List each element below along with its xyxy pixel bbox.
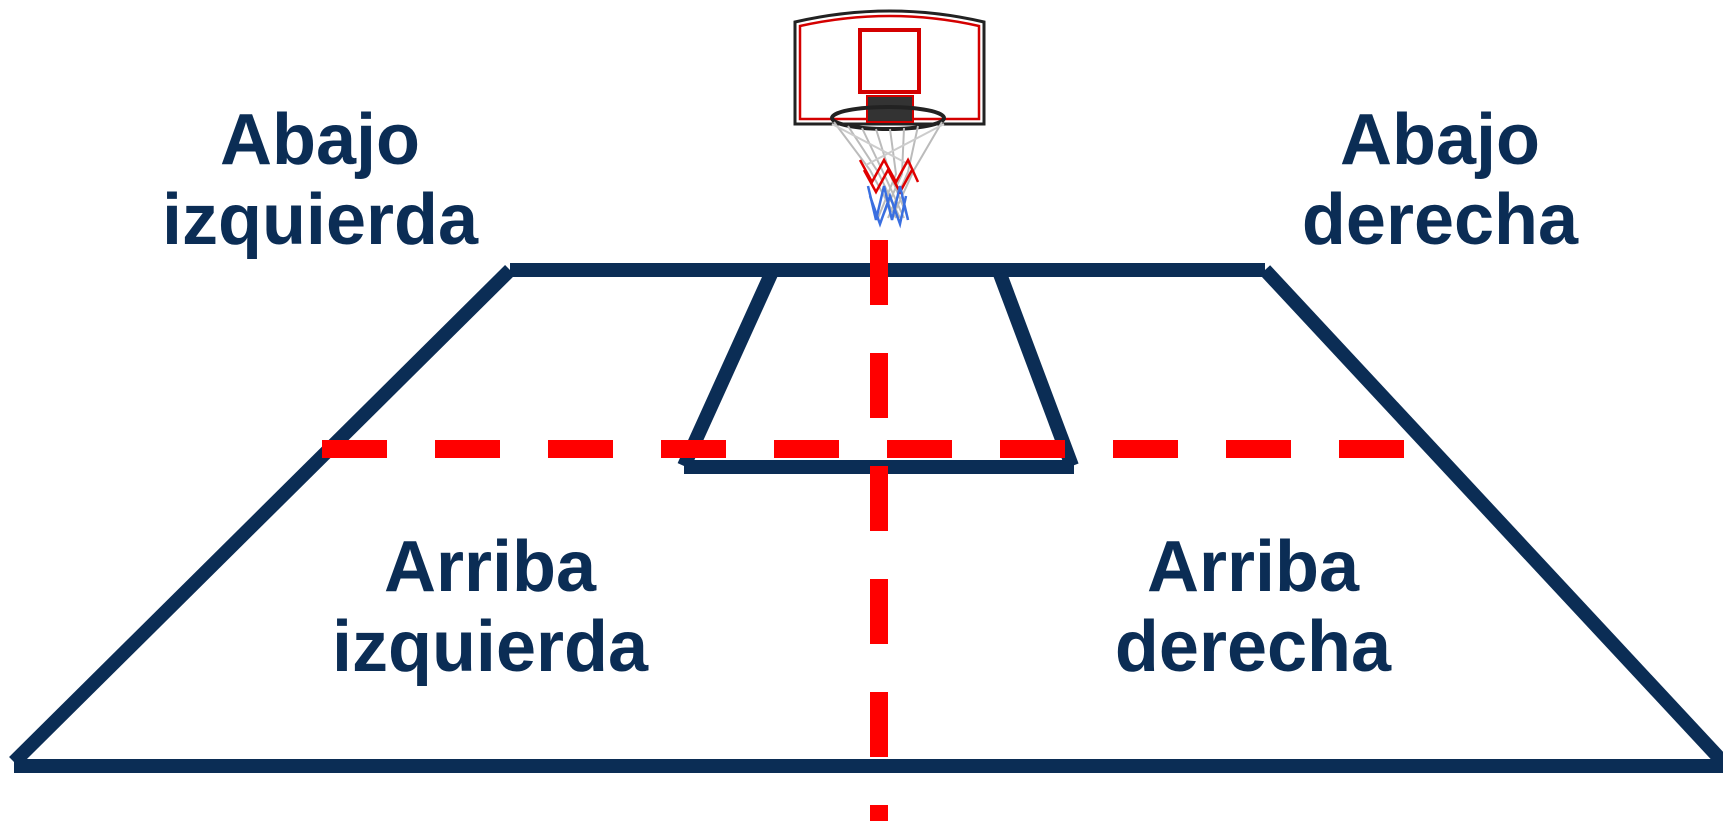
zone-label-line-2: derecha: [1301, 180, 1579, 260]
zone-label-line-1: Arriba: [383, 527, 597, 607]
zone-label-abajo-derecha: Abajo derecha: [1250, 100, 1630, 260]
zone-label-line-2: izquierda: [161, 180, 479, 260]
zone-dividers: [322, 240, 1446, 821]
zone-label-line-1: Abajo: [219, 100, 420, 180]
zone-label-line-1: Abajo: [1339, 100, 1540, 180]
basketball-hoop-icon: [793, 9, 986, 229]
net: [831, 121, 945, 229]
zone-label-arriba-derecha: Arriba derecha: [1063, 527, 1443, 687]
backboard-target-square: [858, 28, 921, 94]
key-left-line: [677, 271, 778, 469]
backboard: [793, 9, 986, 126]
backboard-inner-border: [798, 14, 981, 121]
zone-label-arriba-izquierda: Arriba izquierda: [300, 527, 680, 687]
key-right-line: [993, 271, 1079, 469]
zone-label-line-2: derecha: [1114, 607, 1392, 687]
court-right-sideline: [1259, 265, 1723, 767]
zone-label-line-2: izquierda: [331, 607, 649, 687]
zone-label-abajo-izquierda: Abajo izquierda: [130, 100, 510, 260]
court-left-sideline: [9, 265, 515, 767]
rim: [830, 105, 946, 131]
court-outline: [9, 263, 1723, 773]
zone-label-line-1: Arriba: [1146, 527, 1360, 607]
